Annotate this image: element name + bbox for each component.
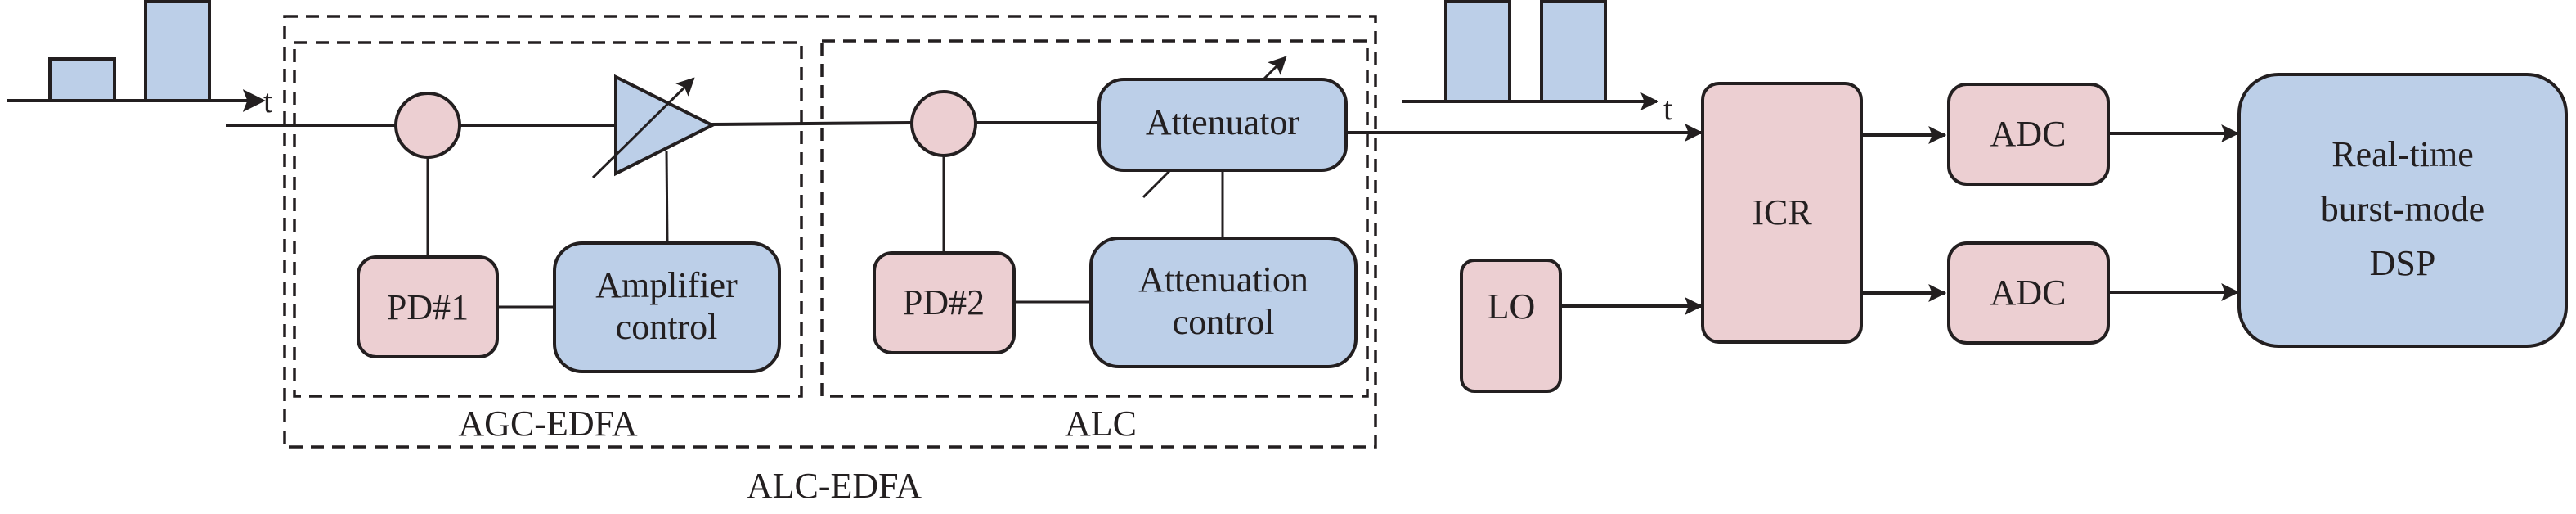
pd1-label: PD#1 — [387, 287, 469, 327]
attenuation-control-label-line1: Attenuation — [1138, 259, 1308, 300]
output-pulse-2 — [1540, 0, 1607, 103]
dsp-label-line1: Real-time — [2331, 134, 2474, 174]
attenuation-control-block: Attenuation control — [1089, 237, 1358, 368]
attenuator-variable-arrow-tail-icon — [1142, 169, 1172, 199]
amp-control-to-amplifier-line — [665, 150, 669, 243]
output-burst-signal: t — [1402, 0, 1672, 127]
attenuator-label: Attenuator — [1146, 102, 1300, 142]
attenuator-block: Attenuator — [1097, 78, 1348, 172]
amplifier-control-block: Amplifier control — [553, 241, 781, 373]
adc1-label: ADC — [1990, 114, 2067, 154]
agc-edfa-label: AGC-EDFA — [458, 404, 637, 444]
output-pulse-1 — [1444, 0, 1511, 103]
pd2-block: PD#2 — [873, 251, 1016, 354]
input-time-axis-label: t — [263, 83, 272, 119]
alc-edfa-group-box — [283, 15, 1377, 449]
variable-gain-amplifier — [591, 74, 716, 179]
pd2-label: PD#2 — [903, 282, 985, 322]
dsp-label-line3: DSP — [2370, 243, 2436, 283]
amplifier-control-label-line2: control — [616, 307, 718, 347]
alc-edfa-label: ALC-EDFA — [747, 466, 922, 506]
tap-coupler-1 — [394, 92, 461, 159]
amplifier-triangle-icon — [614, 74, 716, 177]
output-time-axis-label: t — [1663, 90, 1672, 127]
tap-coupler-2 — [910, 90, 977, 157]
dsp-block: Real-time burst-mode DSP — [2237, 73, 2568, 348]
lo-block: LO — [1460, 259, 1562, 393]
dsp-label-line2: burst-mode — [2321, 189, 2484, 229]
alc-label: ALC — [1065, 404, 1137, 444]
lo-label: LO — [1488, 286, 1536, 327]
amplifier-variable-arrow-icon — [591, 77, 695, 179]
input-pulse-high — [144, 0, 211, 102]
adc1-block: ADC — [1947, 83, 2110, 186]
attenuator-variable-arrow-head-icon — [1262, 56, 1287, 81]
icr-label: ICR — [1752, 192, 1812, 232]
agc-edfa-group-box — [293, 41, 803, 398]
alc-group-box — [820, 39, 1369, 398]
main-optical-line-amp-to-coupler2 — [711, 121, 912, 126]
adc2-label: ADC — [1990, 273, 2067, 313]
input-burst-signal: t — [7, 0, 272, 119]
attenuation-control-label-line2: control — [1173, 302, 1275, 342]
amplifier-control-label-line1: Amplifier — [595, 265, 738, 305]
icr-block: ICR — [1701, 82, 1863, 344]
pd1-block: PD#1 — [357, 255, 499, 358]
input-pulse-low — [48, 57, 116, 102]
adc2-block: ADC — [1947, 241, 2110, 345]
